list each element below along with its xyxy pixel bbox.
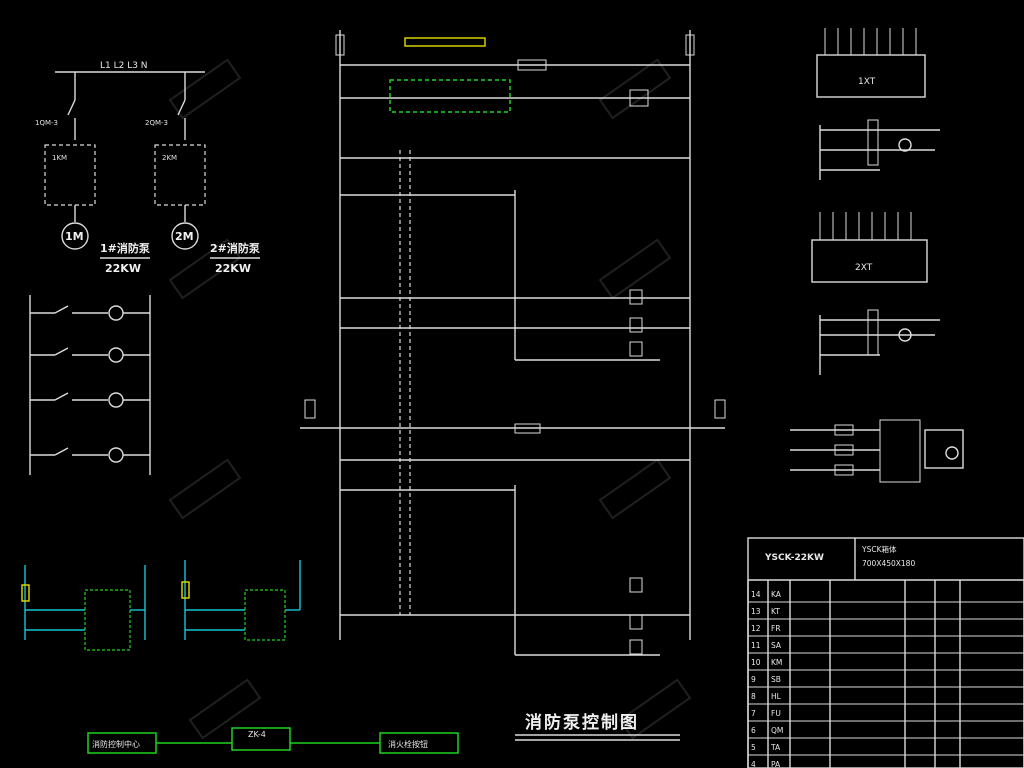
table-cell: SB [771, 675, 781, 684]
table-cell: 9 [751, 675, 756, 684]
relay-block-right [181, 560, 301, 641]
breaker-1-label: 1QM-3 [35, 119, 58, 127]
link-box-1-label: 消防控制中心 [92, 739, 140, 749]
motor-1-name: 1#消防泵 [100, 241, 150, 255]
table-cell: FU [771, 709, 781, 718]
table-heading-left: YSCK-22KW [764, 553, 824, 563]
small-aux-circuit-1 [819, 119, 940, 180]
km-2-label: 2KM [162, 154, 177, 162]
table-cell: 14 [751, 590, 761, 599]
table-cell: KM [771, 658, 782, 667]
table-cell: 10 [751, 658, 761, 667]
terminal-strip-1-label: 1XT [858, 77, 876, 87]
km-1-label: 1KM [52, 154, 67, 162]
motor-2-power: 22KW [215, 262, 251, 275]
table-cell: FR [771, 624, 781, 633]
link-box-zk4 [231, 727, 291, 751]
drawing-title: 消防泵控制图 [525, 712, 639, 733]
lamp-rung [30, 305, 150, 321]
breaker-2-label: 2QM-3 [145, 119, 168, 127]
motor-1-power: 22KW [105, 262, 141, 275]
table-cell: 11 [751, 641, 761, 650]
table-cell: QM [771, 726, 783, 735]
terminal-strip-1: 1XT [816, 28, 926, 98]
table-cell: SA [771, 641, 782, 650]
table-heading-right-2: 700X450X180 [862, 559, 915, 568]
motor-power-circuit: L1 L2 L3 N 1QM-3 1KM 1M 1#消防泵 22KW 2QM-3… [35, 61, 260, 275]
control-ladder [300, 30, 726, 656]
motor-2-symbol: 2M [175, 230, 194, 243]
link-box-hydrant-button [379, 732, 459, 754]
terminal-strip-2-label: 2XT [855, 263, 873, 273]
link-box-2-label: ZK-4 [248, 730, 266, 739]
small-aux-circuit-2 [819, 309, 940, 375]
lamp-rung [30, 392, 150, 408]
table-rows: 14 KA 13 KT 12 FR 11 SA 10 KM 9 SB 8 HL 7 FU 6 QM 5 TA 4 PA [747, 580, 1024, 768]
lamp-rung [30, 447, 150, 463]
table-cell: 4 [751, 760, 756, 768]
lamp-rung [30, 347, 150, 363]
table-cell: 5 [751, 743, 756, 752]
table-cell: 8 [751, 692, 756, 701]
motor-1-symbol: 1M [65, 230, 84, 243]
terminal-strip-2: 2XT [811, 212, 928, 283]
table-cell: HL [771, 692, 782, 701]
table-cell: 13 [751, 607, 761, 616]
table-cell: 7 [751, 709, 756, 718]
table-cell: 6 [751, 726, 756, 735]
current-transformer-circuit [790, 419, 964, 483]
busbar-label: L1 L2 L3 N [100, 61, 148, 71]
table-cell: 12 [751, 624, 761, 633]
table-cell: PA [771, 760, 781, 768]
table-cell: TA [770, 743, 781, 752]
motor-2-name: 2#消防泵 [210, 241, 260, 255]
table-heading-right-1: YSCK箱体 [861, 544, 897, 554]
signal-link-chain: 消防控制中心 ZK-4 消火栓按钮 [87, 727, 459, 754]
table-cell: KT [771, 607, 780, 616]
table-cell: KA [771, 590, 782, 599]
watermark-layer [168, 58, 692, 740]
link-box-3-label: 消火栓按钮 [388, 739, 428, 749]
relay-block-left [21, 565, 146, 651]
drawing-title-block: 消防泵控制图 [515, 712, 680, 741]
indicator-lamp-circuit [29, 295, 151, 475]
